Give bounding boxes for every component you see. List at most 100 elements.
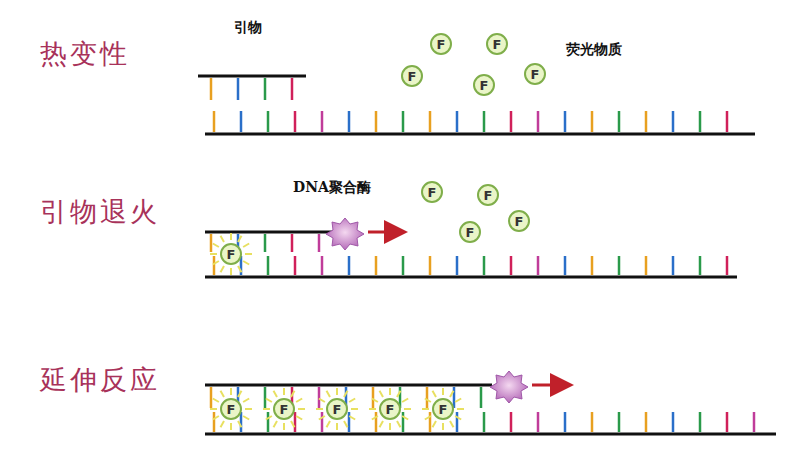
base-tick (618, 111, 621, 132)
base-tick (537, 111, 540, 132)
glow-ray (291, 421, 295, 427)
base-tick (510, 256, 513, 275)
dye-label: 荧光物质 (566, 42, 622, 56)
base-tick (699, 111, 702, 132)
base-tick (237, 78, 240, 100)
fluorescent-dye: F (432, 398, 454, 420)
glow-ray (327, 391, 331, 397)
glow-ray (349, 416, 355, 420)
glow-ray (351, 408, 358, 410)
base-tick (213, 256, 216, 275)
fluorescent-dye: F (421, 181, 443, 203)
dye-letter: F (333, 403, 342, 416)
direction-arrow (368, 231, 402, 234)
glow-ray (442, 423, 444, 430)
glow-ray (450, 421, 454, 427)
glow-ray (402, 399, 408, 403)
glow-ray (349, 399, 355, 403)
glow-ray (316, 408, 323, 410)
step-title: 引物退火 (40, 198, 160, 225)
base-tick (294, 412, 297, 432)
base-tick (726, 256, 729, 275)
glow-ray (245, 253, 252, 255)
base-tick (267, 111, 270, 132)
glow-ray (369, 408, 376, 410)
base-tick (402, 412, 405, 432)
dye-letter: F (439, 403, 448, 416)
glow-ray (213, 261, 219, 265)
glow-ray (283, 423, 285, 430)
base-tick (429, 111, 432, 132)
base-tick (264, 387, 267, 408)
primer-strand (198, 75, 306, 78)
fluorescent-dye: F (220, 398, 242, 420)
base-tick (267, 412, 270, 432)
glow-ray (274, 421, 278, 427)
fluorescent-dye: F (459, 221, 481, 243)
glow-ray (455, 399, 461, 403)
base-tick (483, 111, 486, 132)
glow-ray (245, 408, 252, 410)
fluorescent-dye: F (401, 65, 423, 87)
base-tick (264, 234, 267, 252)
base-tick (618, 412, 621, 432)
base-tick (699, 256, 702, 275)
base-tick (672, 256, 675, 275)
glow-ray (263, 408, 270, 410)
base-tick (348, 111, 351, 132)
glow-ray (344, 391, 348, 397)
base-tick (402, 111, 405, 132)
glow-ray (283, 388, 285, 395)
base-tick (564, 256, 567, 275)
glow-ray (238, 236, 242, 242)
base-tick (483, 256, 486, 275)
glow-ray (296, 399, 302, 403)
base-tick (699, 412, 702, 432)
glow-ray (442, 388, 444, 395)
primer-strand (205, 231, 334, 234)
base-tick (375, 256, 378, 275)
polymerase-label: DNA聚合酶 (293, 180, 371, 194)
glow-ray (221, 266, 225, 272)
glow-ray (230, 423, 232, 430)
glow-ray (457, 408, 464, 410)
glow-ray (344, 421, 348, 427)
base-tick (480, 387, 483, 408)
glow-ray (389, 423, 391, 430)
base-tick (267, 256, 270, 275)
glow-ray (372, 399, 378, 403)
glow-ray (213, 244, 219, 248)
glow-ray (243, 416, 249, 420)
base-tick (426, 387, 429, 408)
base-tick (375, 111, 378, 132)
fluorescent-dye: F (524, 63, 546, 85)
base-tick (645, 256, 648, 275)
base-tick (321, 256, 324, 275)
glow-ray (433, 421, 437, 427)
fluorescent-dye: F (379, 398, 401, 420)
dye-letter: F (531, 68, 540, 81)
glow-ray (274, 391, 278, 397)
dye-letter: F (227, 248, 236, 261)
fluorescent-dye: F (430, 33, 452, 55)
base-tick (348, 412, 351, 432)
glow-ray (266, 399, 272, 403)
base-tick (726, 111, 729, 132)
template-strand (205, 276, 737, 279)
glow-ray (298, 408, 305, 410)
glow-ray (336, 388, 338, 395)
base-tick (240, 111, 243, 132)
base-tick (483, 412, 486, 432)
base-tick (291, 78, 294, 100)
base-tick (210, 234, 213, 252)
dna-polymerase (326, 218, 568, 403)
base-tick (213, 111, 216, 132)
dye-letter: F (280, 403, 289, 416)
dye-letter: F (480, 79, 489, 92)
base-tick (537, 412, 540, 432)
glow-ray (221, 236, 225, 242)
base-tick (591, 111, 594, 132)
glow-ray (422, 408, 429, 410)
